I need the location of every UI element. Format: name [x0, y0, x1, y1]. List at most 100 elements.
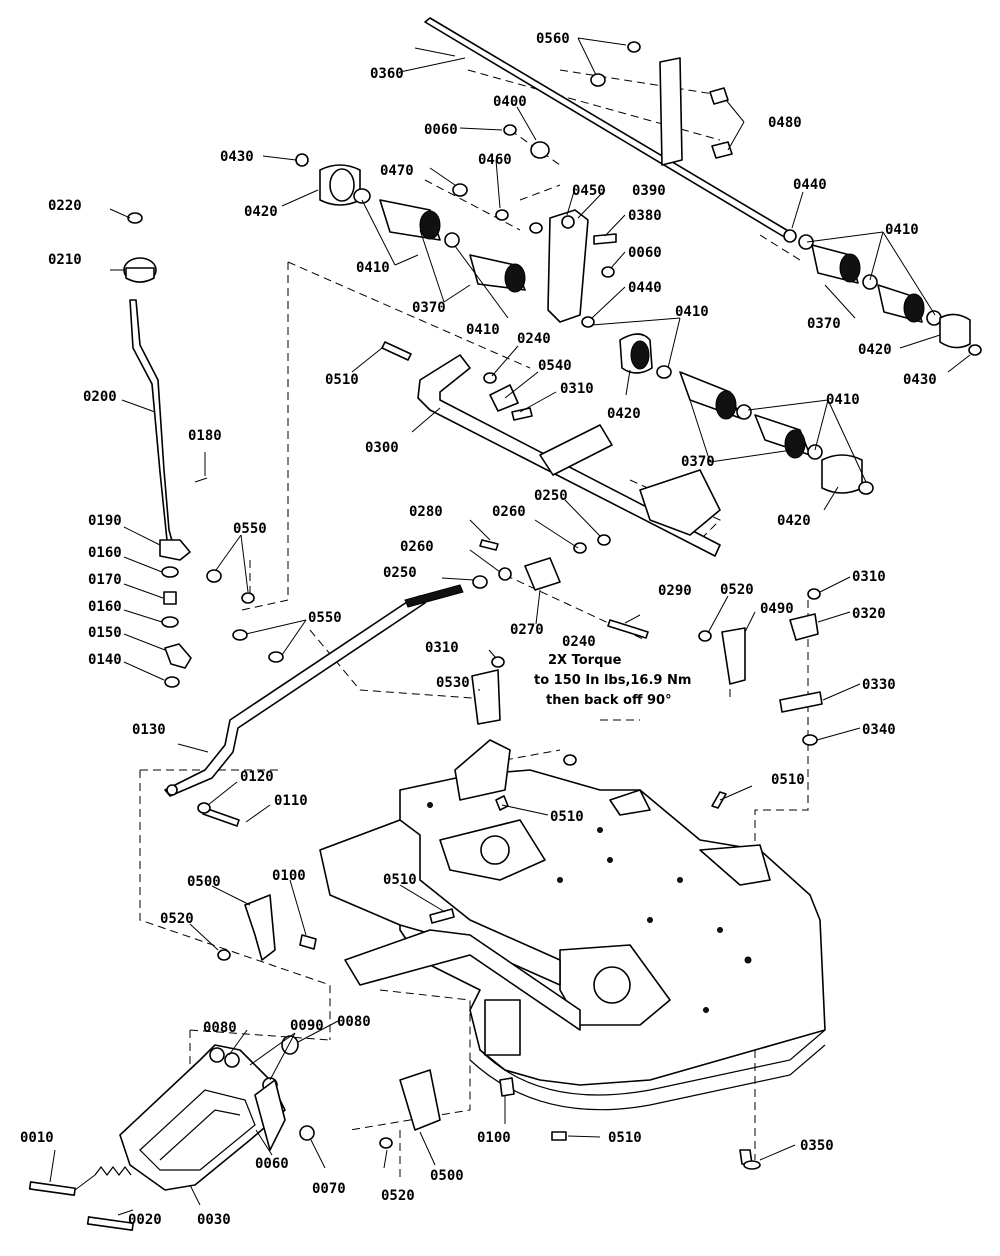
label-0210: 0210: [48, 252, 82, 268]
label-0330: 0330: [862, 677, 896, 693]
label-0130: 0130: [132, 722, 166, 738]
height-adjust-lever: [123, 212, 208, 561]
label-0440a: 0440: [793, 177, 827, 193]
label-0450: 0450: [572, 183, 606, 199]
label-0410d: 0410: [466, 322, 500, 338]
label-0180: 0180: [188, 428, 222, 444]
right-side-brackets: [698, 588, 823, 1170]
label-0280: 0280: [409, 504, 443, 520]
label-0410c: 0410: [675, 304, 709, 320]
label-0160b: 0160: [88, 599, 122, 615]
label-0550a: 0550: [233, 521, 267, 537]
rear-rod: [424, 17, 791, 239]
label-0110: 0110: [274, 793, 308, 809]
lift-link-rod: [164, 584, 464, 797]
label-0440b: 0440: [628, 280, 662, 296]
label-0420d: 0420: [777, 513, 811, 529]
label-0140: 0140: [88, 652, 122, 668]
label-0170: 0170: [88, 572, 122, 588]
torque-note-line-3: to 150 In lbs,16.9 Nm: [534, 673, 691, 688]
label-0150: 0150: [88, 625, 122, 641]
label-0520c: 0520: [381, 1188, 415, 1204]
label-0070: 0070: [312, 1181, 346, 1197]
label-0300: 0300: [365, 440, 399, 456]
part-labels: 0560 0360 0400 0480 0060 0430 0460 0470 …: [20, 31, 937, 1228]
label-0370c: 0370: [681, 454, 715, 470]
label-0120: 0120: [240, 769, 274, 785]
center-bracket-0530: [454, 656, 577, 811]
mower-deck: [319, 769, 826, 1111]
lever-hardware-stack: [161, 566, 284, 688]
left-pulley-stack: [295, 124, 550, 293]
label-0510b: 0510: [771, 772, 805, 788]
center-pulley-stack: [619, 333, 874, 495]
label-0420b: 0420: [858, 342, 892, 358]
label-0100b: 0100: [477, 1130, 511, 1146]
label-0520b: 0520: [160, 911, 194, 927]
label-0490: 0490: [760, 601, 794, 617]
label-0190: 0190: [88, 513, 122, 529]
label-0310b: 0310: [852, 569, 886, 585]
label-0010: 0010: [20, 1130, 54, 1146]
label-0540: 0540: [538, 358, 572, 374]
front-pivot-bracket: [119, 1044, 286, 1191]
label-0060b: 0060: [628, 245, 662, 261]
torque-note-line-2: 2X Torque: [548, 653, 622, 668]
label-0370b: 0370: [807, 316, 841, 332]
label-0500a: 0500: [187, 874, 221, 890]
lower-bracket-0500: [224, 1035, 567, 1149]
label-0360: 0360: [370, 66, 404, 82]
label-0340: 0340: [862, 722, 896, 738]
label-0480: 0480: [768, 115, 802, 131]
label-0100a: 0100: [272, 868, 306, 884]
label-0240a: 0240: [517, 331, 551, 347]
trunnion-parts: [472, 534, 649, 639]
label-0520a: 0520: [720, 582, 754, 598]
pivot-pin-and-spring: [28, 1166, 134, 1231]
label-0410a: 0410: [885, 222, 919, 238]
label-0420a: 0420: [244, 204, 278, 220]
label-0370a: 0370: [412, 300, 446, 316]
label-0080b: 0080: [337, 1014, 371, 1030]
label-0350: 0350: [800, 1138, 834, 1154]
label-0430b: 0430: [903, 372, 937, 388]
label-0380: 0380: [628, 208, 662, 224]
label-0510c: 0510: [550, 809, 584, 825]
torque-note-part: 0240: [562, 634, 596, 650]
label-0560: 0560: [536, 31, 570, 47]
label-0510d: 0510: [383, 872, 417, 888]
label-0460: 0460: [478, 152, 512, 168]
label-0250a: 0250: [534, 488, 568, 504]
label-0060a: 0060: [424, 122, 458, 138]
torque-note: 0240 2X Torque to 150 In lbs,16.9 Nm the…: [534, 634, 691, 708]
label-0390: 0390: [632, 183, 666, 199]
label-0020: 0020: [128, 1212, 162, 1228]
label-0400: 0400: [493, 94, 527, 110]
label-0510a: 0510: [325, 372, 359, 388]
label-0030: 0030: [197, 1212, 231, 1228]
label-0310c: 0310: [425, 640, 459, 656]
label-0270: 0270: [510, 622, 544, 638]
left-bracket-0500: [197, 802, 455, 961]
torque-note-line-4: then back off 90°: [546, 693, 672, 708]
label-0500b: 0500: [430, 1168, 464, 1184]
label-0080a: 0080: [203, 1020, 237, 1036]
label-0530: 0530: [436, 675, 470, 691]
label-0410b: 0410: [356, 260, 390, 276]
label-0310a: 0310: [560, 381, 594, 397]
label-0550b: 0550: [308, 610, 342, 626]
leader-lines: [49, 37, 971, 1216]
label-0220: 0220: [48, 198, 82, 214]
label-0430a: 0430: [220, 149, 254, 165]
label-0290: 0290: [658, 583, 692, 599]
right-pulley-stack: [783, 229, 982, 356]
label-0320: 0320: [852, 606, 886, 622]
lift-shaft: [381, 341, 721, 557]
label-0510e: 0510: [608, 1130, 642, 1146]
label-0200: 0200: [83, 389, 117, 405]
label-0060c: 0060: [255, 1156, 289, 1172]
center-bracket-plate: [529, 209, 617, 328]
label-0410e: 0410: [826, 392, 860, 408]
label-0160a: 0160: [88, 545, 122, 561]
